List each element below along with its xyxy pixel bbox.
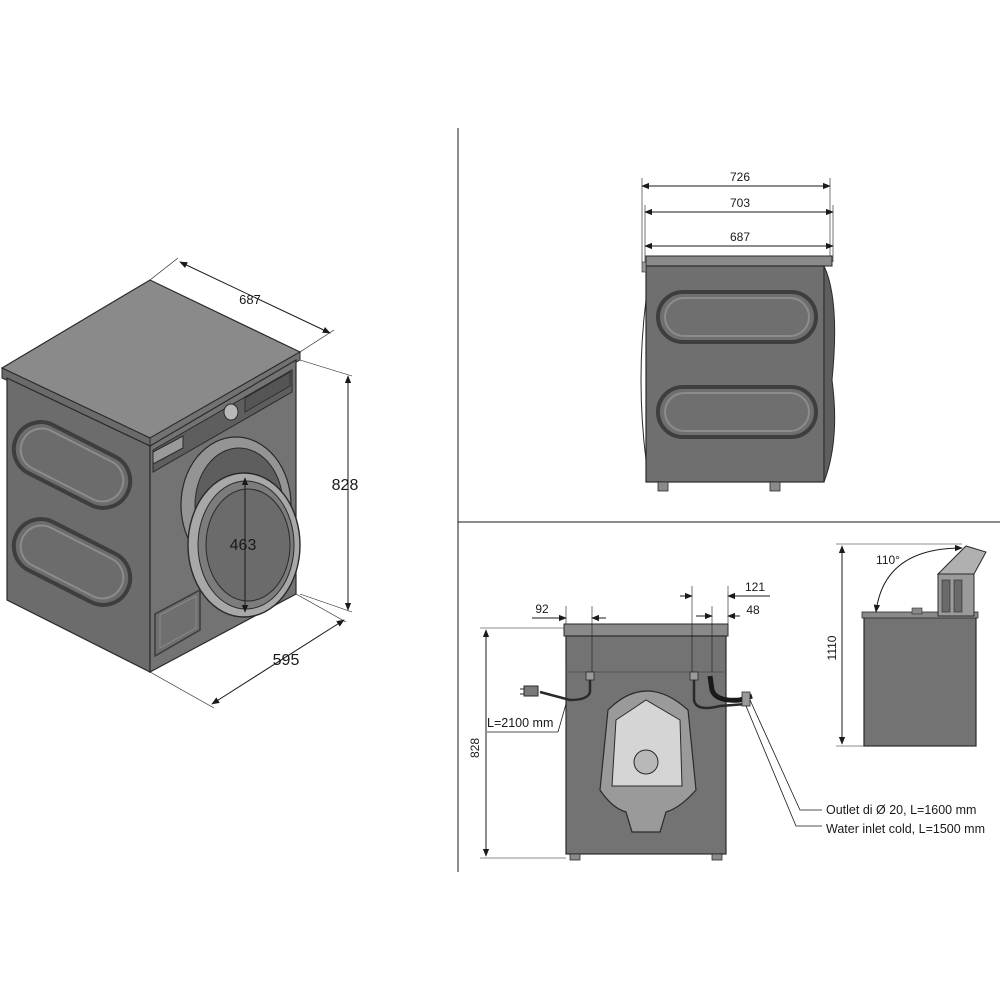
side-emboss-upper-flat (656, 290, 818, 344)
dim-line-iso-width (179, 261, 331, 334)
dim-door-diameter: 463 (230, 537, 257, 554)
power-plug (523, 685, 539, 697)
note-outlet: Outlet di Ø 20, L=1600 mm (826, 803, 976, 817)
foot-left (657, 481, 669, 492)
detergent-drawer (152, 435, 184, 465)
rear-top-panel (563, 623, 729, 637)
machine-side-panel (645, 255, 833, 267)
outlet-hose (707, 675, 753, 703)
note-inlet: Water inlet cold, L=1500 mm (826, 822, 985, 836)
dim-iso-width: 687 (239, 292, 261, 307)
angle-arc (873, 544, 963, 613)
dim-iso-depth: 595 (273, 652, 300, 669)
rear-view: Outlet di Ø 20, L=1600 mm Water inlet co… (468, 580, 985, 861)
foot-right (769, 481, 781, 492)
side-emboss-lower-flat (656, 385, 818, 439)
dim-iso-height: 828 (332, 477, 359, 494)
service-panel (154, 588, 201, 658)
power-cable (539, 676, 592, 702)
lid-view-body (863, 615, 977, 747)
dim-rear-48: 48 (746, 603, 760, 617)
lid-open (936, 545, 987, 575)
dim-line-iso-depth (211, 619, 345, 705)
side-emboss-lower (11, 517, 133, 607)
dim-top-total: 726 (730, 170, 750, 184)
water-inlet-hose (692, 676, 747, 710)
dim-top-body: 687 (730, 230, 750, 244)
dim-rear-92: 92 (535, 602, 549, 616)
lid-angle: 110° (876, 553, 900, 567)
note-cable-length: L=2100 mm (487, 716, 553, 730)
display-panel (244, 371, 291, 413)
program-knob (223, 403, 239, 421)
dim-rear-121: 121 (745, 580, 765, 594)
dim-top-mid: 703 (730, 196, 750, 210)
rear-drum-hub (633, 749, 659, 775)
side-emboss-upper (11, 420, 133, 510)
dim-open-height: 1110 (825, 635, 839, 660)
isometric-view: 687 828 595 463 (0, 257, 359, 709)
side-elevation-view: 726 703 687 (640, 170, 836, 492)
lid-open-view: 110° 1110 (825, 543, 987, 747)
dim-rear-height: 828 (468, 738, 482, 758)
